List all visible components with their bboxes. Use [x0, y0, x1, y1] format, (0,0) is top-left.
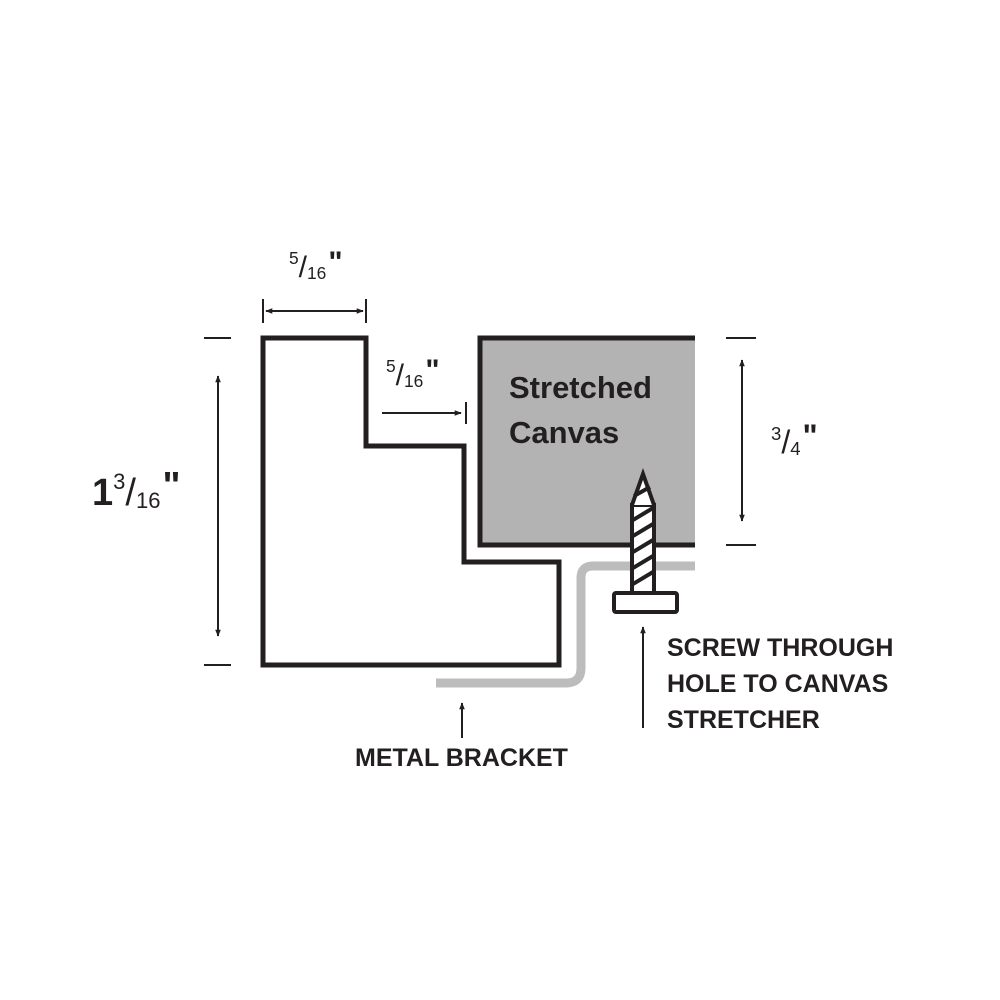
- stretched-canvas-outline: [477, 335, 695, 548]
- top-width-dimension-label: 5/16": [289, 245, 343, 284]
- screw-head: [612, 591, 679, 614]
- screw-callout-line1: SCREW THROUGH: [667, 634, 894, 662]
- frame-height-dimension-label: 13/16": [92, 465, 181, 514]
- metal-bracket: [436, 561, 695, 688]
- stretched-canvas-label: Stretched Canvas: [509, 365, 652, 455]
- rabbet-depth-dimension-label: 5/16": [386, 353, 440, 392]
- canvas-label-line1: Stretched: [509, 370, 652, 405]
- metal-bracket-label: METAL BRACKET: [355, 744, 568, 772]
- screw: [612, 468, 679, 614]
- screw-threads: [631, 485, 655, 586]
- frame-profile-outline: [260, 335, 562, 668]
- canvas-depth-dimension-label: 3/4": [771, 418, 818, 460]
- canvas-label-line2: Canvas: [509, 415, 620, 450]
- stretched-canvas: [480, 338, 695, 545]
- screw-callout-label: SCREW THROUGH HOLE TO CANVAS STRETCHER: [667, 630, 893, 738]
- screw-callout-line3: STRETCHER: [667, 706, 820, 734]
- screw-callout-line2: HOLE TO CANVAS: [667, 670, 889, 698]
